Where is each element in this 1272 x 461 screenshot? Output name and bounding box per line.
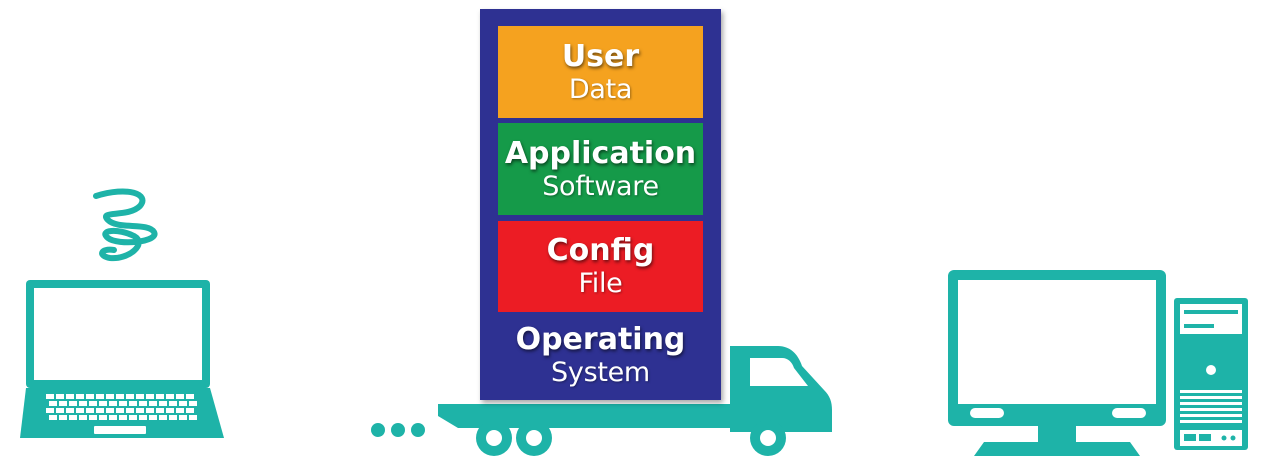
keyboard-key bbox=[169, 401, 177, 406]
keyboard-key bbox=[106, 408, 114, 413]
keyboard-key bbox=[69, 415, 77, 420]
keyboard-key bbox=[109, 415, 117, 420]
keyboard-key bbox=[176, 408, 184, 413]
keyboard-key bbox=[146, 408, 154, 413]
keyboard-key bbox=[159, 415, 167, 420]
keyboard-key bbox=[49, 415, 57, 420]
layer-subtitle: Data bbox=[568, 73, 633, 105]
keyboard-key bbox=[106, 394, 114, 399]
layer-title: Application bbox=[504, 135, 697, 171]
layer-user-data: User Data bbox=[498, 26, 703, 118]
keyboard-key bbox=[139, 401, 147, 406]
layer-operating-system: Operating System bbox=[498, 314, 703, 396]
layer-title: Operating bbox=[515, 321, 686, 357]
keyboard-key bbox=[76, 408, 84, 413]
keyboard-key bbox=[186, 408, 194, 413]
keyboard-key bbox=[79, 401, 87, 406]
keyboard-key bbox=[96, 408, 104, 413]
container-stack: User Data Application Software Config Fi… bbox=[480, 9, 721, 400]
keyboard-key bbox=[119, 415, 127, 420]
keyboard-key bbox=[56, 394, 64, 399]
keyboard-key bbox=[46, 394, 54, 399]
keyboard-key bbox=[179, 415, 187, 420]
keyboard-key bbox=[136, 408, 144, 413]
keyboard-key bbox=[156, 408, 164, 413]
layer-title: Config bbox=[546, 233, 655, 268]
keyboard-key bbox=[186, 394, 194, 399]
keyboard-key bbox=[166, 394, 174, 399]
keyboard-key bbox=[169, 415, 177, 420]
keyboard-key bbox=[46, 408, 54, 413]
tower-pc-icon bbox=[1174, 298, 1248, 450]
keyboard-key bbox=[99, 415, 107, 420]
keyboard-key bbox=[66, 394, 74, 399]
layer-application-software: Application Software bbox=[498, 123, 703, 215]
keyboard-key bbox=[49, 401, 57, 406]
keyboard-key bbox=[139, 415, 147, 420]
keyboard-key bbox=[136, 394, 144, 399]
layer-config-file: Config File bbox=[498, 221, 703, 312]
layer-subtitle: File bbox=[578, 268, 623, 299]
motion-dots-icon bbox=[371, 423, 425, 437]
desktop-computer-icon bbox=[948, 270, 1166, 456]
wifi-swirl-icon bbox=[93, 188, 158, 262]
keyboard-key bbox=[66, 408, 74, 413]
keyboard-key bbox=[189, 415, 197, 420]
laptop-icon bbox=[20, 280, 224, 438]
keyboard-key bbox=[156, 394, 164, 399]
keyboard-key bbox=[79, 415, 87, 420]
keyboard-key bbox=[166, 408, 174, 413]
keyboard-key bbox=[59, 401, 67, 406]
keyboard-key bbox=[149, 415, 157, 420]
keyboard-key bbox=[116, 408, 124, 413]
keyboard-key bbox=[129, 415, 137, 420]
layer-title: User bbox=[561, 38, 640, 74]
keyboard-key bbox=[129, 401, 137, 406]
layer-subtitle: System bbox=[551, 356, 650, 388]
keyboard-key bbox=[86, 394, 94, 399]
keyboard-key bbox=[159, 401, 167, 406]
keyboard-key bbox=[179, 401, 187, 406]
layer-subtitle: Software bbox=[542, 170, 659, 202]
keyboard-key bbox=[189, 401, 197, 406]
keyboard-key bbox=[116, 394, 124, 399]
keyboard-key bbox=[89, 415, 97, 420]
keyboard-key bbox=[86, 408, 94, 413]
keyboard-key bbox=[69, 401, 77, 406]
keyboard-key bbox=[126, 408, 134, 413]
keyboard-key bbox=[56, 408, 64, 413]
keyboard-key bbox=[89, 401, 97, 406]
keyboard-key bbox=[119, 401, 127, 406]
keyboard-key bbox=[149, 401, 157, 406]
truck-icon bbox=[438, 346, 832, 456]
keyboard-key bbox=[96, 394, 104, 399]
keyboard-key bbox=[76, 394, 84, 399]
keyboard-key bbox=[59, 415, 67, 420]
keyboard-key bbox=[109, 401, 117, 406]
keyboard-key bbox=[126, 394, 134, 399]
keyboard-key bbox=[176, 394, 184, 399]
keyboard-key bbox=[99, 401, 107, 406]
keyboard-key bbox=[146, 394, 154, 399]
